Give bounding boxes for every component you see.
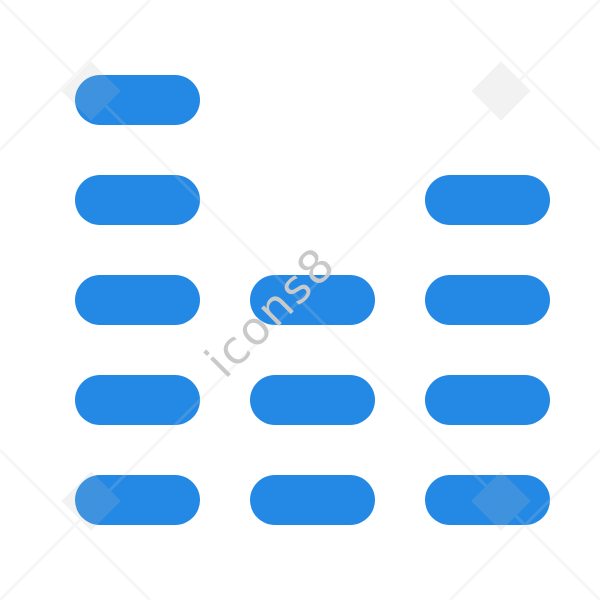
middle-column-bar-1 xyxy=(250,475,375,525)
left-column-bar-4 xyxy=(75,175,200,225)
left-column-bar-1 xyxy=(75,475,200,525)
right-column-bar-2 xyxy=(425,375,550,425)
left-column-bar-5 xyxy=(75,75,200,125)
right-column-bar-1 xyxy=(425,475,550,525)
left-column-bar-2 xyxy=(75,375,200,425)
right-column-bar-4 xyxy=(425,175,550,225)
middle-column-bar-3 xyxy=(250,275,375,325)
right-column-bar-3 xyxy=(425,275,550,325)
middle-column-bar-2 xyxy=(250,375,375,425)
left-column-bar-3 xyxy=(75,275,200,325)
